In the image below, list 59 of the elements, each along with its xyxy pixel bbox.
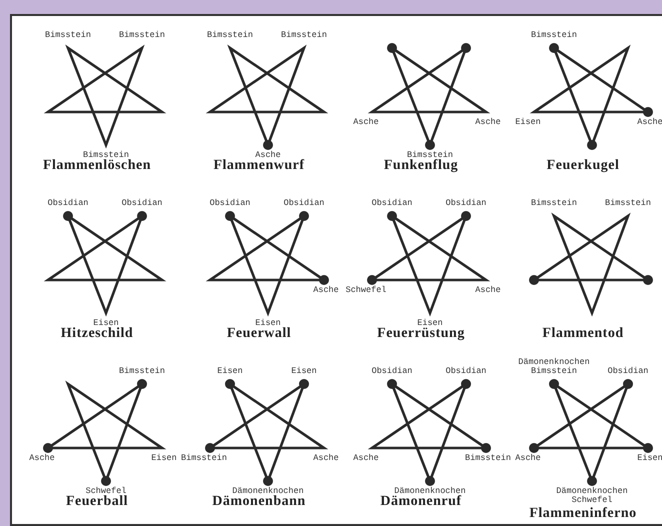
ingredient-label: Dämonenknochen	[394, 486, 466, 496]
ingredient-label: Bimsstein	[119, 366, 165, 376]
ingredient-label: Obsidian	[372, 366, 412, 376]
ingredient-label: Asche	[313, 453, 339, 463]
ingredient-label: Bimsstein	[465, 453, 511, 463]
ingredient-label: Asche	[313, 285, 339, 295]
ingredient-label: Schwefel	[572, 495, 612, 505]
ingredient-label: Bimsstein	[407, 150, 453, 160]
ingredient-label: Asche	[515, 453, 541, 463]
ingredient-label: Obsidian	[608, 366, 648, 376]
ingredient-label: Bimsstein	[83, 150, 129, 160]
ingredient-label: Bimsstein	[119, 30, 165, 40]
ingredient-label: Asche	[29, 453, 55, 463]
ingredient-label: Eisen	[515, 117, 541, 127]
ingredient-label: Bimsstein	[605, 198, 651, 208]
ingredient-label: Eisen	[417, 318, 443, 328]
spell-title: Funkenflug	[382, 158, 460, 174]
spell-title: Flammeninferno	[528, 506, 638, 522]
ingredient-label: Asche	[353, 453, 379, 463]
ingredient-label: Dämonenknochen	[518, 357, 590, 367]
ingredient-label: Asche	[475, 117, 501, 127]
ingredient-label: Asche	[637, 117, 662, 127]
ingredient-label: Asche	[255, 150, 281, 160]
spell-title: Flammenwurf	[212, 158, 306, 174]
ingredient-label: Bimsstein	[181, 453, 227, 463]
ingredient-label: Asche	[475, 285, 501, 295]
spell-title: Hitzeschild	[60, 326, 134, 342]
ingredient-label: Obsidian	[372, 198, 412, 208]
spell-title: Feuerrüstung	[376, 326, 466, 342]
ingredient-label: Eisen	[93, 318, 119, 328]
ingredient-label: Eisen	[217, 366, 243, 376]
ingredient-label: Obsidian	[210, 198, 250, 208]
ingredient-label: Bimsstein	[45, 30, 91, 40]
ingredient-label: Schwefel	[346, 285, 386, 295]
ingredient-label: Obsidian	[48, 198, 88, 208]
spell-title: Feuerwall	[226, 326, 292, 342]
ingredient-label: Asche	[353, 117, 379, 127]
spell-title: Flammenlöschen	[42, 158, 152, 174]
ingredient-label: Eisen	[151, 453, 177, 463]
ingredient-label: Dämonenknochen	[556, 486, 628, 496]
ingredient-label: Obsidian	[284, 198, 324, 208]
spell-title: Flammentod	[541, 326, 625, 342]
ingredient-label: Bimsstein	[281, 30, 327, 40]
ingredient-label: Bimsstein	[207, 30, 253, 40]
ingredient-label: Dämonenknochen	[232, 486, 304, 496]
ingredient-label: Eisen	[637, 453, 662, 463]
spell-title: Feuerball	[64, 494, 130, 510]
spell-title: Feuerkugel	[546, 158, 620, 174]
ingredient-label: Eisen	[291, 366, 317, 376]
spell-title: Dämonenbann	[211, 494, 307, 510]
ingredient-label: Obsidian	[446, 198, 486, 208]
ingredient-label: Obsidian	[122, 198, 162, 208]
ingredient-label: Schwefel	[86, 486, 126, 496]
ingredient-label: Eisen	[255, 318, 281, 328]
ingredient-label: Obsidian	[446, 366, 486, 376]
ingredient-label: Bimsstein	[531, 366, 577, 376]
spell-title: Dämonenruf	[379, 494, 463, 510]
ingredient-label: Bimsstein	[531, 30, 577, 40]
ingredient-label: Bimsstein	[531, 198, 577, 208]
